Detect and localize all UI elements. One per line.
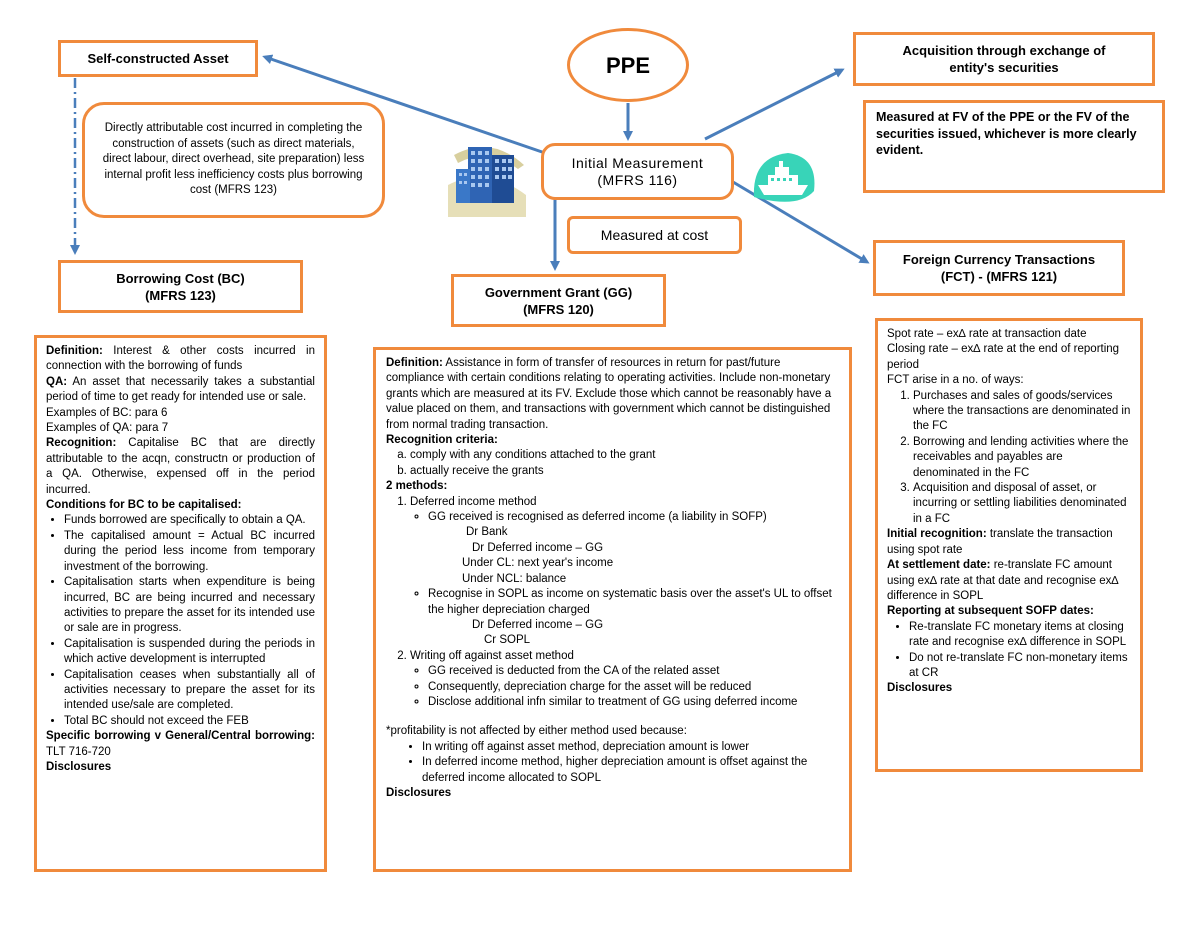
fct-node: Foreign Currency Transactions (FCT) - (M…	[873, 240, 1125, 296]
bc-conditions-title: Conditions for BC to be capitalised:	[46, 499, 242, 512]
gg-method1-bullet: GG received is recognised as deferred in…	[428, 510, 839, 525]
bc-condition-item: Capitalisation starts when expenditure i…	[64, 575, 315, 637]
borrowing-cost-details: Definition: Interest & other costs incur…	[34, 335, 327, 872]
fct-standard: (FCT) - (MFRS 121)	[940, 269, 1058, 284]
fct-way-item: Borrowing and lending activities where t…	[913, 435, 1131, 481]
gg-def-label: Definition:	[386, 357, 443, 369]
gg-cr-sopl: Cr SOPL	[484, 634, 531, 647]
gg-method2-bullet: GG received is deducted from the CA of t…	[428, 664, 839, 679]
gg-def-text: Assistance in form of transfer of resour…	[386, 357, 832, 431]
fct-settle-text: re-translate FC amount using ex∆ rate at…	[887, 559, 1119, 602]
bc-condition-item: Total BC should not exceed the FEB	[64, 714, 315, 729]
acquisition-title-line1: Acquisition through exchange of	[902, 43, 1106, 58]
fct-reporting-title: Reporting at subsequent SOFP dates:	[887, 605, 1094, 618]
gg-method-1: Deferred income method	[410, 495, 537, 508]
bc-qa-label: QA:	[46, 375, 68, 388]
self-constructed-asset-title: Self-constructed Asset	[87, 51, 229, 66]
gg-profit-note: *profitability is not affected by either…	[386, 725, 687, 738]
fct-arise: FCT arise in a no. of ways:	[887, 374, 1024, 387]
government-grant-details: Definition: Assistance in form of transf…	[373, 347, 852, 872]
fct-settle-label: At settlement date:	[887, 559, 991, 572]
bc-def-text: Interest & other costs incurred in conne…	[46, 345, 315, 373]
measured-at-cost-node: Measured at cost	[567, 216, 742, 254]
bc-condition-item: Capitalisation is suspended during the p…	[64, 637, 315, 668]
fct-closing-rate: Closing rate – ex∆ rate at the end of re…	[887, 343, 1120, 371]
ppe-label: PPE	[605, 52, 651, 78]
self-constructed-description: Directly attributable cost incurred in c…	[82, 102, 385, 218]
gg-profit-bullet: In deferred income method, higher deprec…	[422, 755, 839, 786]
acquisition-title-line2: entity's securities	[949, 60, 1059, 75]
gg-dr-deferred: Dr Deferred income – GG	[472, 541, 604, 554]
self-constructed-description-text: Directly attributable cost incurred in c…	[102, 122, 365, 197]
acquisition-description-text: Measured at FV of the PPE or the FV of t…	[876, 110, 1137, 157]
initial-measurement-node: Initial Measurement (MFRS 116)	[541, 143, 734, 200]
bc-rec-text: Capitalise BC that are directly attribut…	[46, 437, 315, 496]
borrowing-cost-title: Borrowing Cost (BC)	[116, 270, 245, 286]
bc-def-label: Definition:	[46, 345, 103, 357]
gg-methods-title: 2 methods:	[386, 480, 448, 493]
self-constructed-asset-node: Self-constructed Asset	[58, 40, 258, 77]
building-icon	[448, 147, 526, 217]
bc-examples-bc: Examples of BC: para 6	[46, 406, 168, 419]
initial-measurement-title: Initial Measurement	[571, 154, 704, 171]
ship-icon	[753, 153, 815, 202]
fct-init-text: translate the transaction using spot rat…	[887, 528, 1113, 556]
acquisition-node: Acquisition through exchange of entity's…	[853, 32, 1155, 86]
fct-details: Spot rate – ex∆ rate at transaction date…	[875, 318, 1143, 772]
fct-disclosures: Disclosures	[887, 682, 953, 695]
government-grant-standard: (MFRS 120)	[523, 301, 594, 317]
bc-disclosures: Disclosures	[46, 760, 112, 773]
gg-method1-bullet: Recognise in SOPL as income on systemati…	[428, 587, 839, 618]
bc-examples-qa: Examples of QA: para 7	[46, 422, 169, 435]
fct-reporting-bullet: Re-translate FC monetary items at closin…	[909, 620, 1131, 651]
gg-profit-bullet: In writing off against asset method, dep…	[422, 740, 839, 755]
gg-method2-bullet: Disclose additional infn similar to trea…	[428, 695, 839, 710]
bc-qa-text: An asset that necessarily takes a substa…	[46, 375, 315, 404]
borrowing-cost-standard: (MFRS 123)	[145, 287, 216, 303]
gg-under-ncl: Under NCL: balance	[462, 572, 567, 585]
bc-condition-item: Capitalisation ceases when substantially…	[64, 668, 315, 714]
gg-method2-bullet: Consequently, depreciation charge for th…	[428, 680, 839, 695]
bc-specific-label: Specific borrowing v General/Central bor…	[46, 730, 315, 743]
government-grant-node: Government Grant (GG) (MFRS 120)	[451, 274, 666, 327]
fct-way-item: Purchases and sales of goods/services wh…	[913, 389, 1131, 435]
fct-way-item: Acquisition and disposal of asset, or in…	[913, 481, 1131, 527]
gg-dr-bank: Dr Bank	[466, 526, 508, 539]
gg-dr-deferred-2: Dr Deferred income – GG	[472, 618, 604, 631]
bc-condition-item: The capitalised amount = Actual BC incur…	[64, 529, 315, 575]
bc-specific-text: TLT 716-720	[46, 745, 111, 758]
fct-spot-rate: Spot rate – ex∆ rate at transaction date	[887, 328, 1087, 340]
gg-recognition-item: actually receive the grants	[410, 464, 839, 479]
gg-method-2: Writing off against asset method	[410, 649, 574, 662]
fct-init-label: Initial recognition:	[887, 528, 987, 541]
initial-measurement-standard: (MFRS 116)	[597, 171, 678, 188]
arrow-initial-to-acquisition	[704, 68, 845, 141]
gg-recognition-item: comply with any conditions attached to t…	[410, 448, 839, 463]
acquisition-description: Measured at FV of the PPE or the FV of t…	[863, 100, 1165, 193]
fct-reporting-bullet: Do not re-translate FC non-monetary item…	[909, 651, 1131, 682]
government-grant-title: Government Grant (GG)	[484, 284, 633, 300]
gg-disclosures: Disclosures	[386, 786, 452, 799]
fct-title: Foreign Currency Transactions	[902, 252, 1096, 267]
ppe-oval: PPE	[567, 28, 689, 102]
bc-rec-label: Recognition:	[46, 437, 117, 450]
measured-at-cost-label: Measured at cost	[600, 226, 709, 243]
gg-under-cl: Under CL: next year's income	[462, 557, 614, 570]
gg-recognition-title: Recognition criteria:	[386, 434, 498, 447]
bc-condition-item: Funds borrowed are specifically to obtai…	[64, 513, 315, 528]
borrowing-cost-node: Borrowing Cost (BC) (MFRS 123)	[58, 260, 303, 313]
